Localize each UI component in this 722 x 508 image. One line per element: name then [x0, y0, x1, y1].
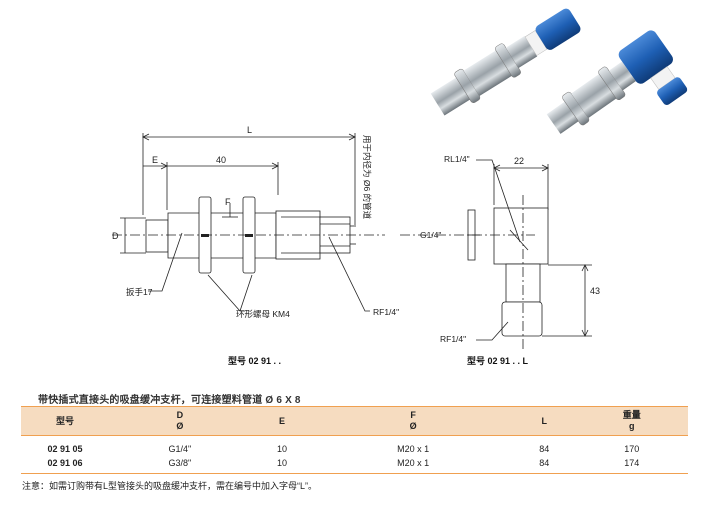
label-tube-note: 用于内径为 Ø6 的管道	[362, 135, 372, 220]
order-note: 注意：如需订购带有L型管接头的吸盘缓冲支杆，需在编号中加入字母“L”。	[22, 481, 318, 491]
header-model: 型号	[21, 406, 109, 436]
cell-weight: 174	[575, 456, 688, 474]
label-e: E	[152, 155, 158, 165]
product-photo	[430, 8, 688, 134]
cell-d: G1/4"	[109, 435, 251, 456]
label-f: F	[225, 197, 231, 207]
caption-straight: 型号 02 91 . .	[228, 355, 281, 366]
header-l: L	[513, 406, 576, 436]
label-22: 22	[514, 156, 524, 166]
straight-unit-photo	[430, 8, 581, 116]
label-43: 43	[590, 286, 600, 296]
label-wrench: 扳手17	[126, 287, 153, 297]
label-l: L	[247, 125, 252, 135]
cell-e: 10	[250, 435, 314, 456]
straight-drawing: L E 40 F D 扳手17 环形螺母 KM4 RF1/4" 用于内径为 Ø6…	[112, 125, 399, 319]
captions: 型号 02 91 . . 型号 02 91 . . L	[228, 355, 529, 366]
table-title: 带快插式直接头的吸盘缓冲支杆，可连接塑料管道 Ø 6 X 8	[38, 395, 301, 406]
table-row: 02 91 06 G3/8" 10 M20 x 1 84 174	[21, 456, 688, 474]
elbow-unit-photo	[546, 30, 688, 134]
label-rf-bottom: RF1/4"	[440, 334, 466, 344]
elbow-drawing: 22 RL1/4" G1/4" 43 RF1/4"	[400, 154, 600, 350]
label-g14: G1/4"	[420, 230, 441, 240]
cell-d: G3/8"	[109, 456, 251, 474]
label-nut: 环形螺母 KM4	[236, 309, 290, 319]
cell-l: 84	[513, 456, 576, 474]
header-e: E	[250, 406, 314, 436]
cell-weight: 170	[575, 435, 688, 456]
cell-model: 02 91 06	[21, 456, 109, 474]
cell-l: 84	[513, 435, 576, 456]
label-40: 40	[216, 155, 226, 165]
table-row: 02 91 05 G1/4" 10 M20 x 1 84 170	[21, 435, 688, 456]
caption-elbow: 型号 02 91 . . L	[467, 355, 529, 366]
cell-f: M20 x 1	[313, 435, 514, 456]
cell-e: 10	[250, 456, 314, 474]
label-d: D	[112, 231, 119, 241]
cell-f: M20 x 1	[313, 456, 514, 474]
cell-model: 02 91 05	[21, 435, 109, 456]
label-rf-right: RF1/4"	[373, 307, 399, 317]
label-rl: RL1/4"	[444, 154, 470, 164]
